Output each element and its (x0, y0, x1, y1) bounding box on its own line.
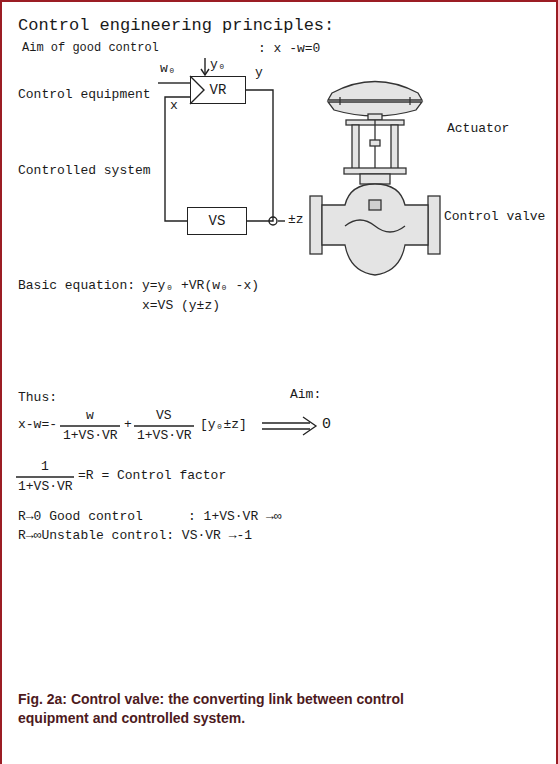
fraction-numerator: 1 (41, 460, 49, 475)
arrow-head (201, 69, 209, 75)
equation-label: Basic equation: (18, 279, 135, 294)
section-label: Control equipment (18, 88, 151, 103)
equation-text: y=y₀ +VR(w₀ -x) (142, 279, 259, 294)
signal-name: ±z (288, 213, 304, 228)
feedback-line (246, 90, 273, 221)
equation-text: + (124, 418, 132, 433)
implies-arrow (262, 422, 310, 423)
equation-label: Thus: (18, 391, 57, 406)
implies-arrow (262, 428, 310, 429)
fraction-bar (16, 476, 74, 477)
fraction-bar (134, 425, 194, 426)
block-label: VR (210, 82, 227, 98)
fraction-denominator: 1+VS·VR (137, 429, 192, 444)
controller-block: VR (190, 76, 246, 104)
controller-block: VS (187, 207, 247, 235)
equation-label: Aim: (290, 388, 321, 403)
signal-name: y (255, 66, 263, 81)
part-name: Actuator (447, 122, 509, 137)
disturbance-line (278, 220, 285, 221)
feedback-line (165, 97, 190, 221)
part-name: Control valve (444, 210, 545, 225)
signal-name: w₀ (160, 62, 176, 77)
note-text: : x -w=0 (258, 42, 320, 57)
input-line (204, 58, 205, 75)
block-label: VS (209, 213, 226, 229)
fraction-numerator: VS (156, 409, 172, 424)
implies-arrow (303, 417, 316, 435)
equation-text: : 1+VS·VR →∞ (188, 510, 282, 525)
equation-text: [y₀±z] (200, 418, 247, 433)
signal-name: x (170, 99, 178, 114)
equation-text: x-w=- (18, 418, 57, 433)
equation-text: R→0 Good control (18, 510, 143, 525)
section-label: Controlled system (18, 164, 151, 179)
fraction-numerator: w (86, 409, 94, 424)
fraction-bar (60, 425, 120, 426)
note-text: Aim of good control (22, 42, 159, 56)
equation-text: 0 (322, 416, 331, 433)
fraction-denominator: 1+VS·VR (18, 480, 73, 495)
signal-name: y₀ (210, 58, 226, 73)
equation-text: R→∞Unstable control: VS·VR →-1 (18, 529, 252, 544)
valve-illustration (310, 82, 440, 276)
equation-text: =R = Control factor (78, 469, 226, 484)
equation-text: x=VS (y±z) (142, 299, 220, 314)
fraction-denominator: 1+VS·VR (63, 429, 118, 444)
figure-caption: Fig. 2a: Control valve: the converting l… (18, 690, 458, 728)
input-line (158, 82, 190, 83)
amplifier-mark (190, 76, 204, 104)
diagram-title: Control engineering principles: (18, 16, 334, 36)
